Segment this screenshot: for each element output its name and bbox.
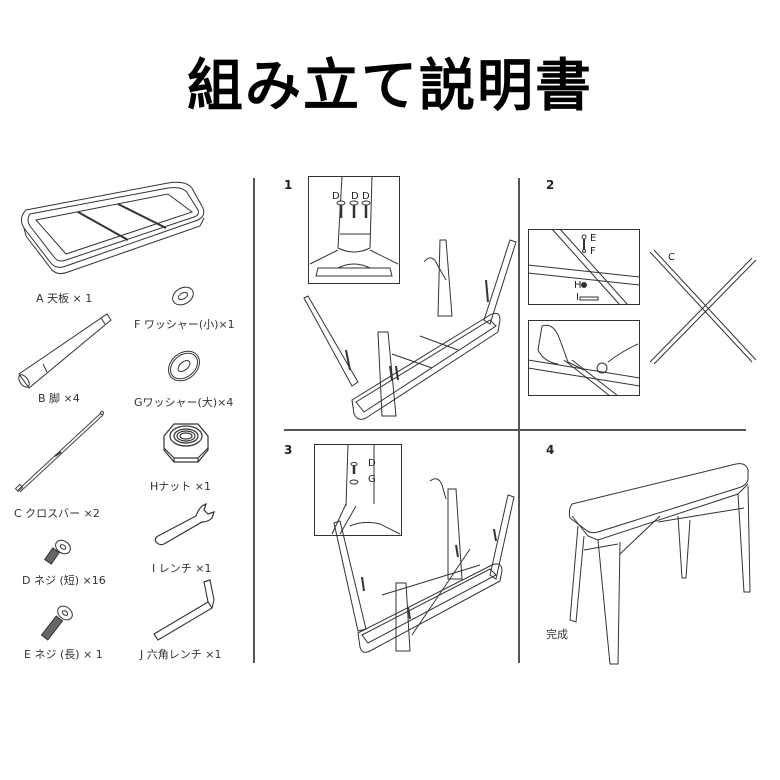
nut-icon: [160, 418, 212, 468]
short-screw-icon: [44, 537, 74, 567]
page-title: 組み立て説明書: [187, 54, 593, 119]
part-label-j: J 六角レンチ ×1: [140, 648, 222, 661]
hex-key-icon: [152, 578, 218, 642]
part-label-b: B 脚 ×4: [38, 392, 80, 405]
part-label-i: I レンチ ×1: [152, 562, 212, 575]
part-label-c: C クロスバー ×2: [14, 507, 100, 520]
step-3-illustration: [330, 475, 520, 665]
part-label-f: F ワッシャー(小)×1: [134, 318, 235, 331]
step-2-detail-inset-top: [528, 229, 640, 305]
divider-steps-horizontal: [284, 429, 746, 431]
wrench-icon: [152, 500, 218, 550]
callout-d: D: [368, 458, 376, 469]
large-washer-icon: [164, 346, 204, 386]
divider-steps-vertical: [518, 178, 520, 663]
step-2-cross-bar-illustration: [648, 250, 758, 368]
leg-icon: [15, 310, 115, 390]
callout-d: D: [362, 191, 370, 202]
cross-bar-icon: [15, 410, 105, 495]
part-label-e: E ネジ (長) × 1: [24, 648, 103, 661]
part-label-a: A 天板 × 1: [36, 292, 93, 305]
part-label-h: Hナット ×1: [150, 480, 211, 493]
part-label-d: D ネジ (短) ×16: [22, 574, 106, 587]
step-number: 2: [546, 178, 555, 192]
callout-c: C: [668, 252, 675, 263]
tabletop-icon: [18, 180, 208, 280]
callout-d: D: [332, 191, 340, 202]
small-washer-icon: [170, 284, 196, 308]
part-label-g: Gワッシャー(大)×4: [134, 396, 234, 409]
completed-bench-illustration: [568, 460, 753, 670]
step-number: 1: [284, 178, 293, 192]
divider-parts-steps: [253, 178, 255, 663]
callout-h: H: [574, 280, 582, 291]
step-1-detail-inset: [308, 176, 400, 284]
step-2-detail-inset-bottom: [528, 320, 640, 396]
step-1-illustration: [300, 240, 520, 420]
callout-d: D: [351, 191, 359, 202]
long-screw-icon: [40, 602, 80, 642]
step-number: 3: [284, 443, 293, 457]
step-number: 4: [546, 443, 555, 457]
callout-g: G: [368, 474, 376, 485]
completed-caption: 完成: [546, 628, 568, 641]
callout-i: I: [576, 292, 579, 303]
callout-f: F: [590, 246, 596, 257]
step-3-detail-inset: [314, 444, 402, 536]
callout-e: E: [590, 233, 597, 244]
